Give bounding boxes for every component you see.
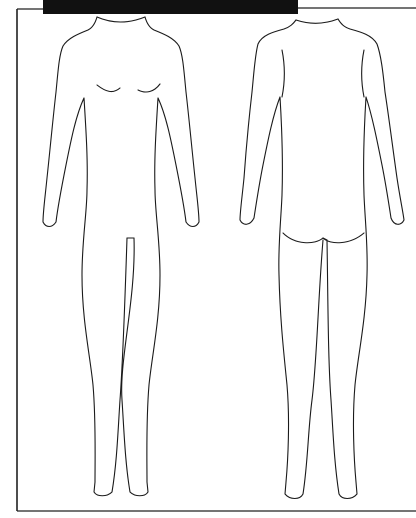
frame [17,8,416,511]
front-outline-left [43,17,127,496]
back-outline-left [240,20,323,499]
back-neckline [296,19,338,23]
back-outline-right [327,19,404,499]
front-bust-left [97,85,120,92]
front-view [43,17,199,496]
back-shoulderblade-right [362,50,364,97]
title-banner [43,0,298,14]
front-neckline [97,17,145,22]
back-view [240,19,404,499]
back-shoulderblade-left [282,50,284,97]
front-bust-right [138,84,160,92]
front-outline-right [122,17,199,496]
